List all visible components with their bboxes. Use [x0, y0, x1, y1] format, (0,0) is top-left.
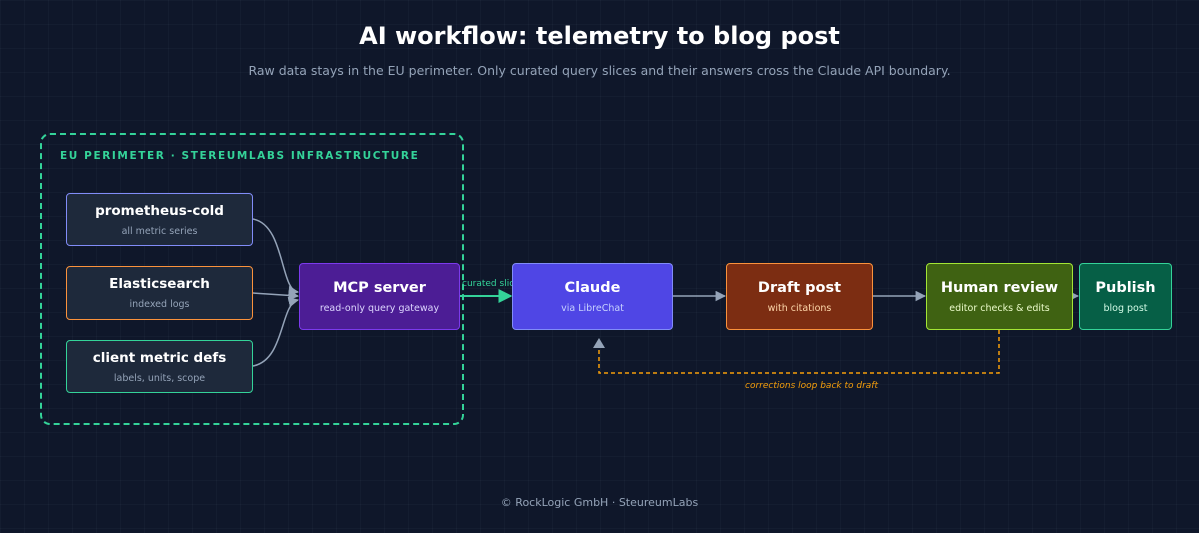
edge-prometheus-to-mcp: [252, 218, 300, 297]
node-draft-post-subtitle: with citations: [767, 302, 832, 314]
footer-copyright: © RockLogic GmbH · SteureumLabs: [500, 496, 699, 509]
node-prometheus-cold: prometheus-cold all metric series: [66, 193, 253, 246]
corrections-loop-arrowhead: [593, 338, 605, 348]
node-client-metric-defs-subtitle: labels, units, scope: [113, 372, 206, 384]
node-draft-post: Draft post with citations: [726, 263, 873, 330]
node-human-review-title: Human review: [940, 279, 1059, 296]
corrections-loop-label: corrections loop back to draft: [745, 381, 878, 391]
node-mcp-server-subtitle: read-only query gateway: [319, 302, 440, 314]
edge-elasticsearch-to-mcp: [252, 290, 300, 301]
node-elasticsearch-subtitle: indexed logs: [129, 299, 190, 310]
node-publish-subtitle: blog post: [1103, 302, 1148, 314]
node-human-review: Human review editor checks & edits: [926, 263, 1073, 330]
node-mcp-server: MCP server read-only query gateway: [299, 263, 460, 330]
node-mcp-server-title: MCP server: [333, 279, 426, 296]
edge-client-defs-to-mcp: [252, 296, 300, 367]
node-publish-title: Publish: [1095, 279, 1156, 296]
node-claude: Claude via LibreChat: [512, 263, 673, 330]
node-human-review-subtitle: editor checks & edits: [949, 302, 1050, 314]
node-client-metric-defs: client metric defs labels, units, scope: [66, 340, 253, 393]
node-claude-subtitle: via LibreChat: [561, 302, 624, 314]
node-client-metric-defs-title: client metric defs: [92, 349, 227, 366]
node-publish: Publish blog post: [1079, 263, 1172, 330]
page-subtitle: Raw data stays in the EU perimeter. Only…: [248, 63, 951, 78]
node-elasticsearch: Elasticsearch indexed logs: [66, 266, 253, 320]
eu-perimeter-boundary: [40, 133, 464, 425]
page-title: AI workflow: telemetry to blog post: [359, 22, 840, 50]
node-claude-title: Claude: [564, 279, 621, 296]
eu-perimeter-label: EU PERIMETER · STEREUMLABS INFRASTRUCTUR…: [60, 150, 420, 162]
curated-slice-label: curated slice: [462, 279, 520, 289]
node-prometheus-cold-title: prometheus-cold: [95, 202, 224, 219]
edge-corrections-loop: [598, 330, 1000, 374]
node-draft-post-title: Draft post: [757, 279, 842, 296]
node-prometheus-cold-subtitle: all metric series: [121, 225, 198, 237]
node-elasticsearch-title: Elasticsearch: [109, 276, 210, 292]
